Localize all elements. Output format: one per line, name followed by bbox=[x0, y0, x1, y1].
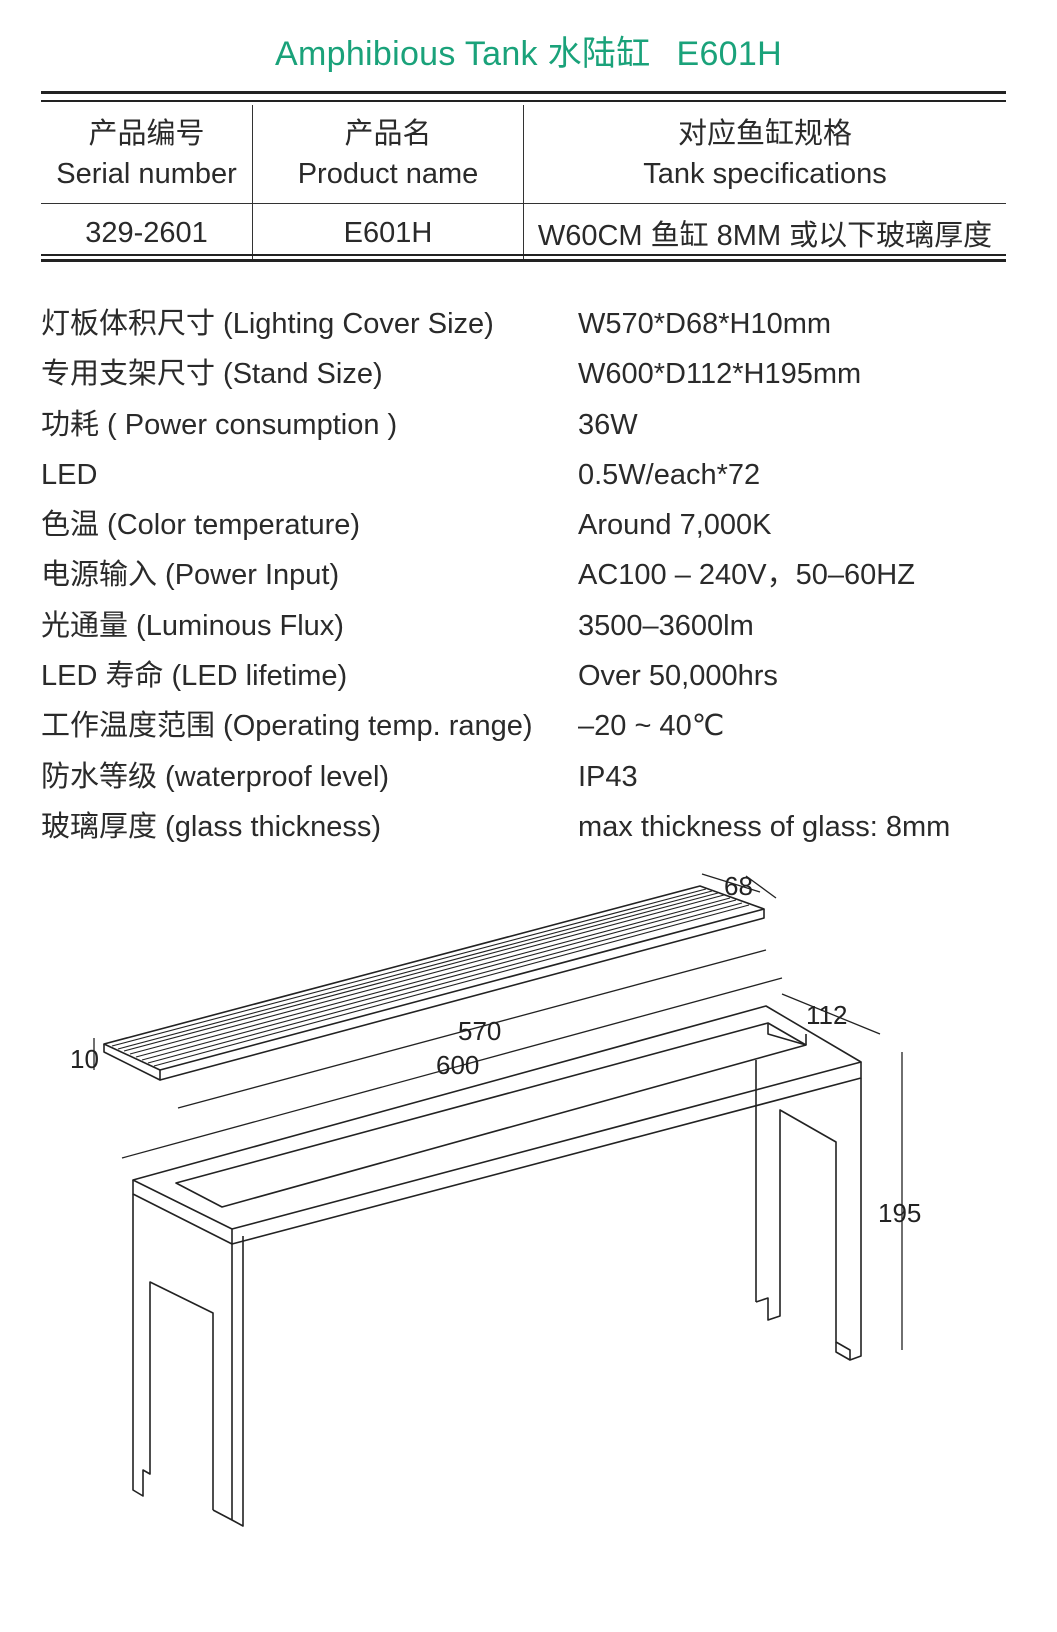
table-header-row: 产品编号 Serial number 产品名 Product name 对应鱼缸… bbox=[41, 105, 1006, 204]
header-product-en: Product name bbox=[297, 158, 479, 190]
spec-label: 功耗 ( Power consumption ) bbox=[41, 408, 398, 441]
table-top-rule-thin bbox=[41, 100, 1006, 102]
table-top-rule bbox=[41, 91, 1006, 94]
title-cn: 水陆缸 bbox=[547, 35, 651, 73]
page-title: Amphibious Tank 水陆缸 E601H bbox=[0, 26, 1057, 75]
spec-value: W600*D112*H195mm bbox=[578, 358, 862, 391]
header-serial: 产品编号 Serial number bbox=[41, 105, 253, 204]
dim-height-stand: 195 bbox=[878, 1198, 921, 1228]
dim-width-stand: 600 bbox=[436, 1050, 479, 1080]
cell-product: E601H bbox=[252, 203, 524, 262]
header-serial-cn: 产品编号 bbox=[88, 118, 205, 150]
spec-value: Around 7,000K bbox=[578, 509, 772, 542]
title-model: E601H bbox=[676, 35, 782, 73]
cell-serial: 329-2601 bbox=[41, 203, 253, 262]
spec-label: 专用支架尺寸 (Stand Size) bbox=[41, 358, 383, 391]
light-cover bbox=[103, 885, 765, 1081]
dim-height-cover: 10 bbox=[70, 1044, 99, 1074]
spec-label: 工作温度范围 (Operating temp. range) bbox=[41, 710, 533, 743]
header-tank-en: Tank specifications bbox=[643, 158, 887, 190]
product-table: 产品编号 Serial number 产品名 Product name 对应鱼缸… bbox=[41, 105, 1006, 262]
spec-value: –20 ~ 40℃ bbox=[578, 710, 725, 743]
spec-label: 灯板体积尺寸 (Lighting Cover Size) bbox=[41, 308, 494, 340]
header-tank: 对应鱼缸规格 Tank specifications bbox=[523, 105, 1006, 204]
header-product-cn: 产品名 bbox=[344, 118, 432, 150]
dim-width-cover: 570 bbox=[458, 1016, 501, 1046]
table-bottom-rule bbox=[41, 259, 1006, 262]
spec-label: 玻璃厚度 (glass thickness) bbox=[41, 810, 382, 843]
spec-value: IP43 bbox=[578, 760, 638, 793]
dim-depth-stand: 112 bbox=[806, 1000, 847, 1030]
spec-label: 防水等级 (waterproof level) bbox=[41, 760, 390, 793]
spec-label: LED 寿命 (LED lifetime) bbox=[41, 660, 348, 693]
spec-value: max thickness of glass: 8mm bbox=[578, 810, 951, 843]
spec-value: Over 50,000hrs bbox=[578, 660, 778, 693]
header-tank-cn: 对应鱼缸规格 bbox=[677, 118, 852, 150]
dim-depth-cover: 68 bbox=[724, 871, 753, 901]
spec-value: W570*D68*H10mm bbox=[578, 308, 832, 340]
spec-value: 0.5W/each*72 bbox=[578, 458, 761, 491]
table-bottom-rule-thin bbox=[41, 254, 1006, 256]
title-en: Amphibious Tank bbox=[275, 35, 538, 73]
table-row: 329-2601 E601H W60CM 鱼缸 8MM 或以下玻璃厚度 bbox=[41, 203, 1006, 262]
spec-label: 光通量 (Luminous Flux) bbox=[41, 609, 344, 642]
spec-label: 电源输入 (Power Input) bbox=[41, 559, 340, 592]
cell-tank: W60CM 鱼缸 8MM 或以下玻璃厚度 bbox=[523, 203, 1006, 262]
spec-value: 3500–3600lm bbox=[578, 609, 754, 642]
header-product: 产品名 Product name bbox=[252, 105, 524, 204]
spec-value: AC100 – 240V，50–60HZ bbox=[578, 559, 915, 592]
spec-label: LED bbox=[41, 458, 98, 491]
header-serial-en: Serial number bbox=[56, 158, 237, 190]
dimension-lines bbox=[93, 873, 903, 1350]
spec-value: 36W bbox=[578, 408, 638, 441]
spec-label: 色温 (Color temperature) bbox=[41, 509, 361, 542]
dimension-drawing: 68 570 10 600 112 195 bbox=[70, 871, 921, 1527]
stand bbox=[132, 1005, 862, 1527]
